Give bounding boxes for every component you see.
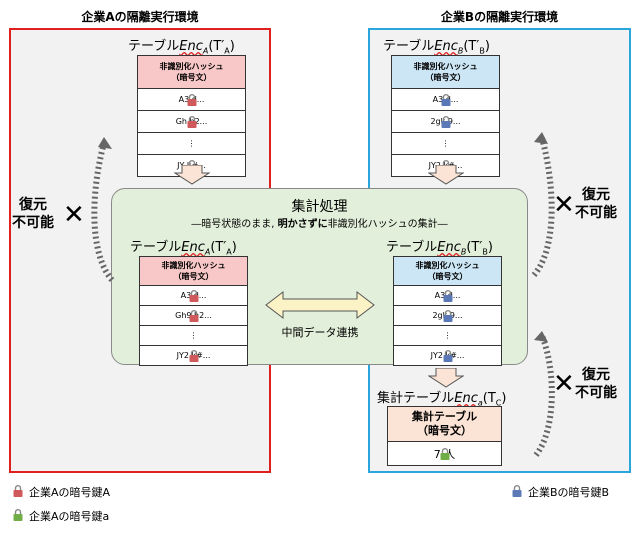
double-arrow-icon [265, 290, 375, 320]
table-row: 7 人 [388, 441, 501, 465]
cross-icon: ✕ [553, 190, 575, 220]
table-row: A3 d... [138, 88, 245, 110]
down-arrow-result [428, 368, 464, 388]
lock-icon [12, 508, 24, 524]
lock-icon [12, 484, 24, 500]
lock-icon [511, 484, 523, 500]
lock-icon [440, 93, 451, 106]
table-a-header: 非識別化ハッシュ（暗号文） [138, 56, 245, 88]
agg-table-a: 非識別化ハッシュ（暗号文） A3 d... Gh9 h2... ⋮ JY2 k#… [139, 256, 248, 366]
aggregation-title: 集計処理 [291, 199, 348, 215]
lock-icon [188, 289, 199, 302]
table-a-title: テーブルEncA(T′A) [128, 39, 235, 56]
table-row: A3 d... [140, 285, 247, 305]
env-b-title: 企業Bの隔離実行環境 [440, 10, 559, 24]
table-row: JY2 k#... [140, 345, 247, 365]
agg-table-a-title: テーブルEncA(T′A) [130, 240, 237, 257]
cross-icon: ✕ [553, 369, 575, 399]
lock-icon [442, 309, 453, 322]
intermediate-data-label: 中間データ連携 [281, 326, 359, 339]
table-row: JY2 k#... [394, 345, 501, 365]
down-arrow-a [174, 165, 210, 185]
table-row: A3 d... [392, 88, 499, 110]
lock-icon [186, 115, 197, 128]
table-row: ⋮ [140, 325, 247, 345]
table-row: Gh9 h2... [140, 305, 247, 325]
legend-key-a-lower: 企業Aの暗号鍵a [12, 508, 109, 524]
lock-icon [440, 115, 451, 128]
down-arrow-b [428, 165, 464, 185]
lock-icon [442, 349, 453, 362]
result-table: 集計テーブル（暗号文） 7 人 [387, 406, 502, 466]
agg-table-b-title: テーブルEncB(T′B) [386, 240, 493, 257]
curved-arrow-right-bottom [533, 331, 555, 457]
lock-icon [186, 93, 197, 106]
table-row: ⋮ [138, 132, 245, 154]
table-a: 非識別化ハッシュ（暗号文） A3 d... Gh h2... ⋮ JY k#..… [137, 55, 246, 177]
irreversible-label-right-top: 復元不可能 [575, 187, 617, 221]
result-table-header: 集計テーブル（暗号文） [388, 407, 501, 441]
table-row: ⋮ [392, 132, 499, 154]
table-b-title: テーブルEncB(T′B) [383, 39, 490, 56]
result-table-title: 集計テーブルEnca(TC) [377, 391, 507, 408]
curved-arrow-left [91, 137, 115, 282]
aggregation-subtitle: ―暗号状態のまま, 明かさずに非識別化ハッシュの集計― [191, 219, 448, 230]
lock-icon [188, 309, 199, 322]
table-b-header: 非識別化ハッシュ（暗号文） [392, 56, 499, 88]
legend-key-a-upper: 企業Aの暗号鍵A [12, 484, 110, 500]
table-row: A3 d... [394, 285, 501, 305]
cross-icon: ✕ [63, 200, 85, 230]
agg-table-b: 非識別化ハッシュ（暗号文） A3 d... 2gk 9... ⋮ JY2 k#.… [393, 256, 502, 366]
lock-icon [439, 447, 450, 460]
agg-table-b-header: 非識別化ハッシュ（暗号文） [394, 257, 501, 285]
irreversible-label-left: 復元不可能 [12, 197, 54, 231]
irreversible-label-right-bottom: 復元不可能 [575, 367, 617, 401]
table-row: ⋮ [394, 325, 501, 345]
curved-arrow-right-top [531, 132, 555, 277]
legend-key-b: 企業Bの暗号鍵B [511, 484, 609, 500]
table-row: Gh h2... [138, 110, 245, 132]
env-a-title: 企業Aの隔離実行環境 [81, 10, 199, 24]
agg-table-a-header: 非識別化ハッシュ（暗号文） [140, 257, 247, 285]
table-b: 非識別化ハッシュ（暗号文） A3 d... 2gk 9... ⋮ JY2 k#.… [391, 55, 500, 177]
lock-icon [188, 349, 199, 362]
table-row: 2gk 9... [394, 305, 501, 325]
lock-icon [442, 289, 453, 302]
table-row: 2gk 9... [392, 110, 499, 132]
